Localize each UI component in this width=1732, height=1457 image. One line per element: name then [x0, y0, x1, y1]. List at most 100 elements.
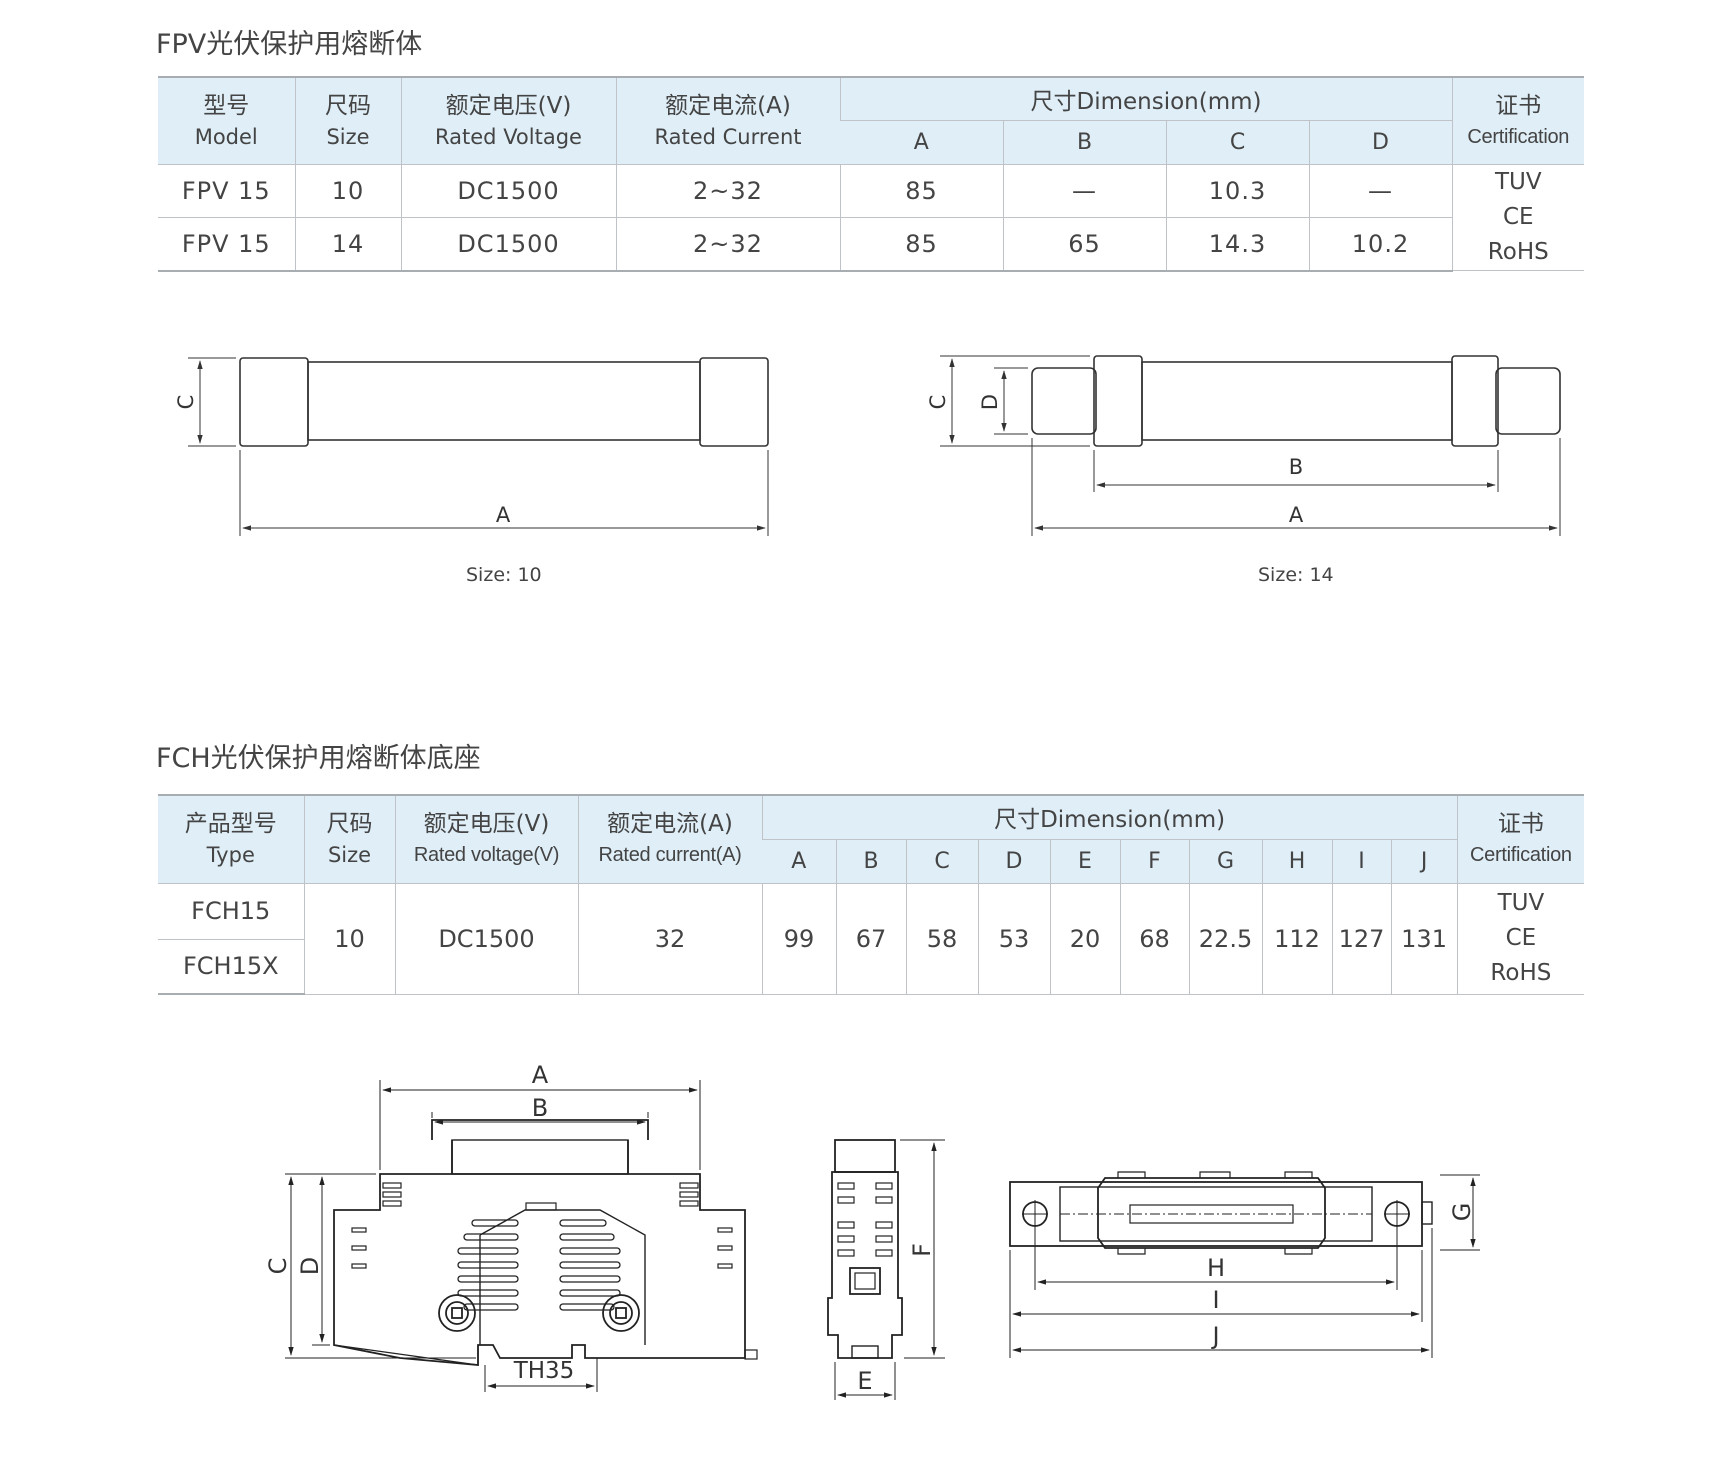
fuse-size-10-drawing	[188, 357, 769, 536]
cell-voltage: DC1500	[400, 217, 616, 272]
table-row: FPV 15 10 DC1500 2~32 85 — 10.3 — TUV CE…	[158, 164, 1585, 271]
cell-voltage: DC1500	[400, 164, 616, 218]
label-c: C	[174, 395, 198, 410]
label-f: F	[908, 1243, 936, 1257]
top-fuse-carrier	[1097, 1177, 1326, 1249]
cell-current: 2~32	[615, 164, 840, 218]
label-e: E	[857, 1367, 872, 1395]
header-dim-e: E	[1049, 839, 1120, 884]
header-dim-d: D	[1308, 120, 1453, 165]
header-dim-b: B	[835, 839, 906, 884]
header-dim-f: F	[1119, 839, 1189, 884]
cell-current: 2~32	[615, 217, 840, 272]
fuse-holder-top-view	[1009, 1171, 1433, 1255]
fuse-knife-right	[1495, 367, 1561, 435]
label-a: A	[532, 1061, 549, 1089]
side-window	[849, 1267, 881, 1295]
side-body-outline	[827, 1171, 903, 1359]
label-j: J	[1210, 1322, 1219, 1350]
cell-certifications: TUV CE RoHS	[1456, 883, 1585, 995]
cell-dim-i: 127	[1331, 883, 1391, 995]
header-dim-h: H	[1261, 839, 1332, 884]
cell-dim-b: 65	[1002, 217, 1166, 272]
cert-tuv: TUV	[1497, 890, 1545, 916]
header-dimension: 尺寸Dimension(mm)	[839, 76, 1453, 121]
header-dim-i: I	[1331, 839, 1391, 884]
header-dim-g: G	[1188, 839, 1262, 884]
cell-size: 14	[294, 217, 401, 272]
label-c: C	[926, 395, 950, 410]
header-dim-a: A	[840, 120, 1003, 165]
cell-dim-e: 20	[1049, 883, 1120, 995]
fpv-drawings: A C A B C D	[174, 355, 1561, 536]
cell-dim-a: 85	[839, 217, 1003, 272]
top-base-plate	[1009, 1181, 1423, 1247]
fch-section-title: FCH光伏保护用熔断体底座	[156, 743, 481, 774]
fuse-holder-front-view	[333, 1119, 758, 1366]
cert-ce: CE	[1505, 925, 1537, 951]
label-d: D	[296, 1257, 324, 1275]
cell-size: 10	[303, 883, 395, 995]
table-row: FCH15X	[158, 939, 1584, 995]
header-rated-voltage: 额定电压(V)Rated voltage(V)	[394, 794, 578, 884]
cert-rohs: RoHS	[1490, 960, 1552, 986]
fuse-end-cap-left	[239, 357, 309, 447]
label-a: A	[496, 503, 511, 527]
label-b: B	[1289, 455, 1303, 479]
header-rated-current: 额定电流(A)Rated current(A)	[577, 794, 762, 884]
header-dimension: 尺寸Dimension(mm)	[761, 794, 1458, 840]
header-rated-current: 额定电流(A)Rated Current	[615, 76, 840, 165]
vent-slots-right	[559, 1219, 621, 1311]
cert-ce: CE	[1502, 203, 1534, 230]
header-dim-d: D	[977, 839, 1050, 884]
cell-dim-c: 58	[905, 883, 978, 995]
cell-certifications: TUV CE RoHS	[1451, 164, 1585, 271]
label-a: A	[1289, 503, 1304, 527]
cell-type-fch15x: FCH15X	[158, 939, 304, 995]
mounting-hole-left	[1022, 1201, 1048, 1227]
holder-body-outline	[333, 1173, 746, 1366]
cell-dim-c: 14.3	[1165, 217, 1309, 272]
header-rated-voltage: 额定电压(V)Rated Voltage	[400, 76, 616, 165]
label-b: B	[532, 1094, 548, 1122]
cell-dim-j: 131	[1390, 883, 1458, 995]
fuse-top-handle	[431, 1119, 649, 1140]
cell-dim-d: —	[1308, 164, 1453, 218]
fuse-knife-left	[1031, 367, 1097, 435]
header-dim-a: A	[762, 839, 836, 884]
cell-dim-h: 112	[1261, 883, 1332, 995]
cell-model: FPV 15	[158, 217, 295, 272]
cell-voltage: DC1500	[394, 883, 578, 995]
cell-type-fch15: FCH15	[158, 883, 304, 940]
cell-dim-a: 85	[839, 164, 1003, 218]
cell-dim-d: 10.2	[1308, 217, 1453, 272]
header-dim-b: B	[1002, 120, 1166, 165]
terminal-screw-left	[438, 1294, 476, 1332]
label-c: C	[264, 1258, 292, 1275]
fuse-holder-side-view	[827, 1139, 903, 1359]
fuse-size-14-drawing	[940, 355, 1561, 536]
label-th35: TH35	[513, 1358, 575, 1384]
cell-current: 32	[577, 883, 762, 995]
caption-size-14: Size: 14	[1258, 564, 1334, 586]
mounting-hole-right	[1384, 1201, 1410, 1227]
cell-dim-b: —	[1002, 164, 1166, 218]
vent-slots-left	[457, 1219, 519, 1311]
cell-dim-c: 10.3	[1165, 164, 1309, 218]
cell-model: FPV 15	[158, 164, 295, 218]
caption-size-10: Size: 10	[466, 564, 542, 586]
label-g: G	[1448, 1203, 1476, 1222]
fuse-end-cap-right	[699, 357, 769, 447]
fuse-body	[307, 361, 701, 441]
cell-size: 10	[294, 164, 401, 218]
table-row: FPV 15 14 DC1500 2~32 85 65 14.3 10.2	[158, 217, 1584, 272]
label-h: H	[1207, 1254, 1225, 1282]
fuse-body	[1141, 361, 1453, 441]
cell-dim-b: 67	[835, 883, 906, 995]
